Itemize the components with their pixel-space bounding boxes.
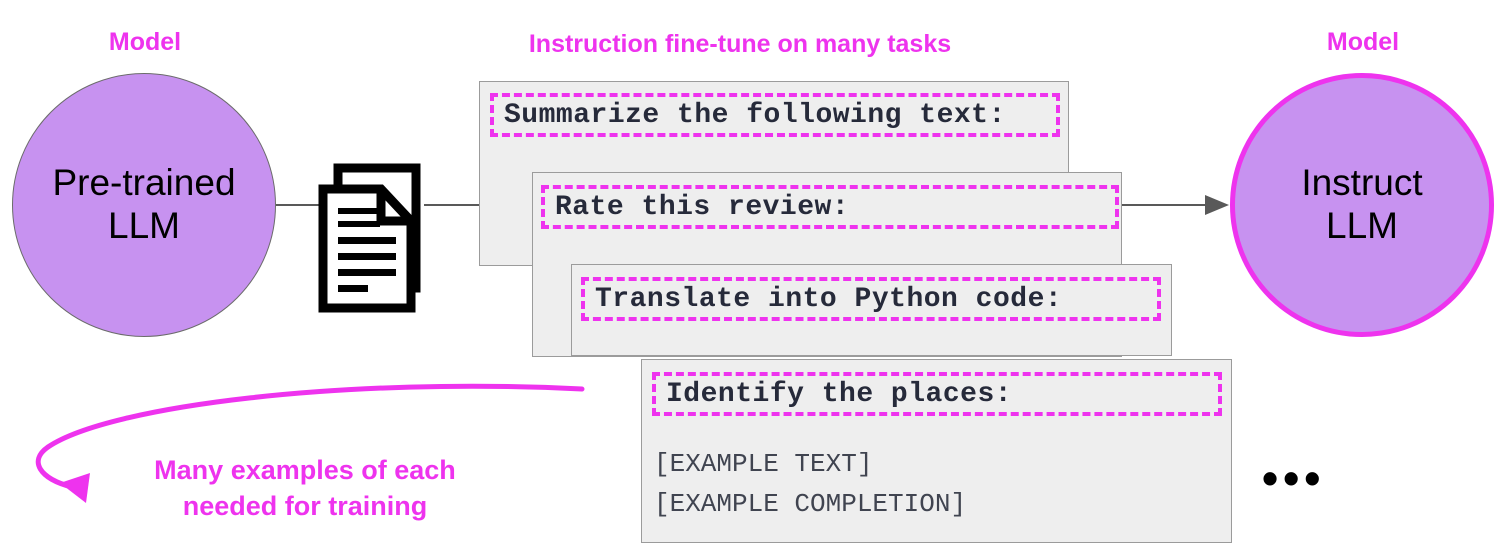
- node-instruct-llm-label: Instruct LLM: [1301, 162, 1423, 246]
- ellipsis-more-tasks: •••: [1262, 452, 1326, 504]
- caption-model-right: Model: [1326, 28, 1400, 56]
- connector-circle-to-document: [276, 204, 322, 206]
- task-card-heading: Translate into Python code:: [581, 277, 1161, 321]
- connector-cards-to-instruct: [1122, 204, 1210, 206]
- document-stack-icon: [318, 163, 428, 313]
- task-card[interactable]: Translate into Python code:: [571, 264, 1172, 356]
- connector-document-to-cards: [424, 204, 480, 206]
- caption-model-left: Model: [108, 28, 182, 56]
- node-pretrained-llm: Pre-trained LLM: [12, 73, 276, 337]
- node-instruct-llm: Instruct LLM: [1230, 73, 1494, 337]
- annotation-many-examples: Many examples of each needed for trainin…: [154, 455, 456, 522]
- task-card[interactable]: Identify the places: [EXAMPLE TEXT] [EXA…: [641, 359, 1232, 543]
- task-card-example-body: [EXAMPLE TEXT] [EXAMPLE COMPLETION]: [654, 449, 967, 520]
- caption-instruction-finetune: Instruction fine-tune on many tasks: [528, 30, 952, 58]
- curved-arrow-icon: [20, 365, 595, 510]
- node-pretrained-llm-label: Pre-trained LLM: [52, 162, 236, 246]
- arrow-head-icon: [1205, 195, 1229, 215]
- task-card-heading: Summarize the following text:: [490, 93, 1060, 137]
- task-card-heading: Rate this review:: [541, 185, 1119, 229]
- task-card-heading: Identify the places:: [652, 372, 1222, 416]
